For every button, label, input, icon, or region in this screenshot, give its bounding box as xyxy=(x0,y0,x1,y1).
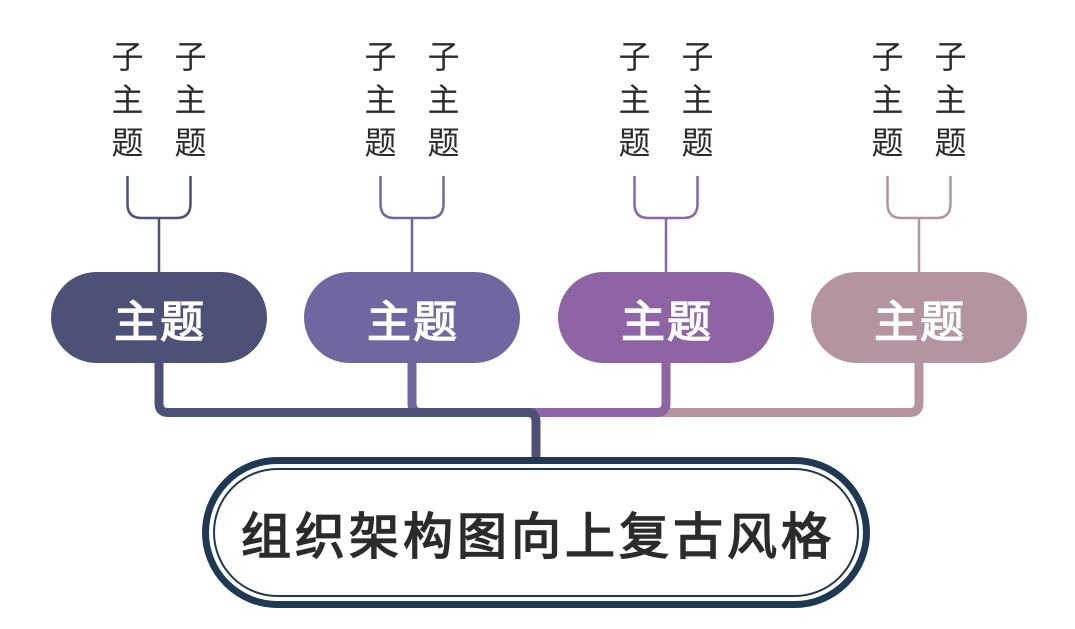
branch-3-subtopic-connector xyxy=(633,176,699,273)
branch-4-bottom-connector xyxy=(536,359,924,417)
root-node[interactable]: 组织架构图向上复古风格 xyxy=(202,457,870,608)
branch-2-subtopic-connector xyxy=(379,176,445,273)
subtopic-node-1-2[interactable]: 子主题 xyxy=(174,39,207,161)
topic-node-1[interactable]: 主题 xyxy=(51,272,267,363)
topic-node-4[interactable]: 主题 xyxy=(811,272,1027,363)
subtopic-node-4-1[interactable]: 子主题 xyxy=(871,39,904,161)
branch-1-subtopic-connector xyxy=(126,176,192,273)
subtopic-node-3-2[interactable]: 子主题 xyxy=(681,39,714,161)
branch-4-subtopic-connector xyxy=(886,176,952,273)
subtopic-node-2-1[interactable]: 子主题 xyxy=(364,39,397,161)
root-node-inner-border: 组织架构图向上复古风格 xyxy=(213,468,859,597)
branch-3-bottom-connector xyxy=(536,359,671,417)
root-title: 组织架构图向上复古风格 xyxy=(241,508,835,565)
branch-2-bottom-connector xyxy=(407,359,536,417)
subtopic-node-1-1[interactable]: 子主题 xyxy=(111,39,144,161)
branch-1-bottom-connector xyxy=(154,359,541,461)
subtopic-node-4-2[interactable]: 子主题 xyxy=(934,39,967,161)
subtopic-node-3-1[interactable]: 子主题 xyxy=(618,39,651,161)
subtopic-node-2-2[interactable]: 子主题 xyxy=(427,39,460,161)
topic-node-2[interactable]: 主题 xyxy=(304,272,520,363)
topic-node-3[interactable]: 主题 xyxy=(558,272,774,363)
